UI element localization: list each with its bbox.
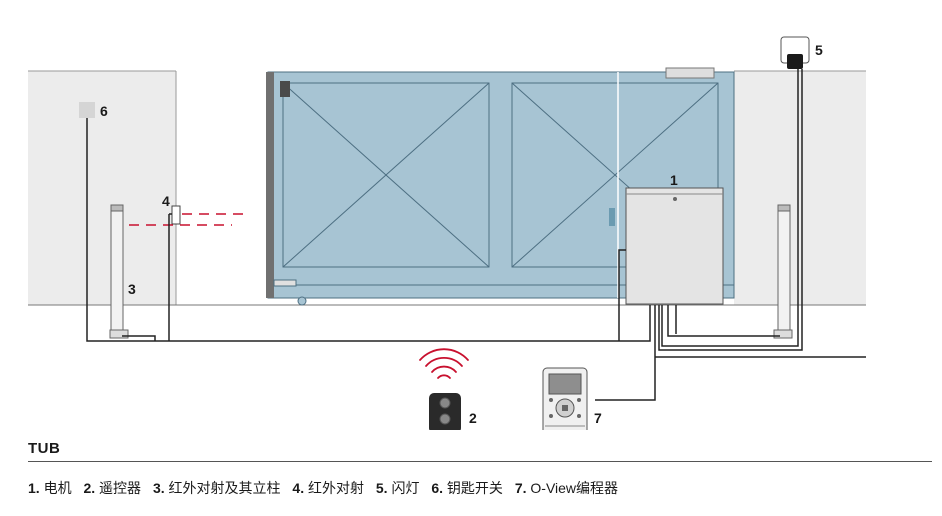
photocell-column-right — [777, 207, 791, 333]
legend-num: 5. — [375, 480, 388, 496]
cable-flashing-light-a — [661, 69, 799, 347]
cable-right-column-a — [667, 305, 780, 337]
legend-text: 遥控器 — [99, 480, 142, 496]
motor-unit — [625, 187, 724, 305]
remote-button-bottom — [439, 413, 451, 425]
gate-lock-icon — [280, 81, 290, 97]
programmer-dpad-center — [562, 405, 568, 411]
legend-num: 4. — [292, 480, 305, 496]
programmer-btn-br — [577, 414, 581, 418]
label-programmer: 7 — [594, 410, 602, 426]
signal-arc-3 — [425, 356, 463, 367]
handheld-programmer-icon — [542, 367, 588, 430]
signal-arc-4 — [419, 348, 469, 361]
label-motor: 1 — [670, 172, 678, 188]
programmer-btn-r — [577, 398, 581, 402]
panel-right-cross-b — [511, 82, 719, 268]
gate-panel-left — [282, 82, 490, 268]
gate-installation-diagram: 1 2 3 4 5 6 7 — [28, 36, 866, 430]
gate-handle — [609, 208, 615, 226]
legend-num: 1. — [28, 480, 40, 496]
left-wall — [28, 71, 176, 305]
programmer-screen — [548, 373, 582, 395]
legend-item: 4. 红外对射 — [292, 480, 364, 496]
remote-body — [429, 393, 461, 430]
legend-text: 钥匙开关 — [446, 480, 503, 496]
legend-item: 3. 红外对射及其立柱 — [153, 480, 281, 496]
legend-item: 1. 电机 — [28, 480, 72, 496]
cable-flashing-light-b — [658, 69, 803, 351]
legend-item: 5. 闪灯 — [376, 480, 420, 496]
legend-num: 6. — [431, 480, 444, 496]
cable-key-switch — [86, 118, 651, 342]
label-flashing-light: 5 — [815, 42, 823, 58]
gate-post — [266, 72, 274, 298]
gate-panel-right — [511, 82, 719, 268]
panel-left-cross-b — [282, 82, 490, 268]
cable-left-column — [122, 335, 156, 341]
legend-num: 7. — [514, 480, 527, 496]
flashing-light-base — [787, 54, 803, 69]
legend-num: 2. — [83, 480, 96, 496]
diagram-title: TUB — [28, 440, 61, 457]
key-switch — [79, 102, 95, 118]
legend-text: 红外对射 — [307, 480, 364, 496]
cable-programmer — [595, 305, 656, 401]
signal-arc-2 — [431, 365, 457, 373]
remote-button-top — [439, 397, 451, 409]
photocell-column-right-base — [773, 329, 793, 339]
right-wall — [734, 71, 866, 305]
gate-bottom-bar — [273, 279, 297, 287]
programmer-btn-bl — [549, 414, 553, 418]
label-key-switch: 6 — [100, 103, 108, 119]
legend-text: 闪灯 — [391, 480, 420, 496]
photocell-column-right-cap — [777, 204, 791, 212]
wiring — [86, 69, 866, 401]
legend: 1. 电机 2. 遥控器 3. 红外对射及其立柱 4. 红外对射 5. 闪灯 6… — [28, 478, 626, 498]
label-remote: 2 — [469, 410, 477, 426]
title-divider — [28, 461, 932, 462]
signal-arc-1 — [437, 374, 451, 379]
cable-motor-side — [618, 249, 626, 341]
label-photocell-column: 3 — [128, 281, 136, 297]
photocell-column-left-base — [109, 329, 129, 339]
legend-item: 7. O-View编程器 — [515, 480, 618, 496]
photocell-column-left — [110, 207, 124, 333]
gate-top-plate — [665, 67, 715, 79]
legend-text: O-View编程器 — [530, 480, 619, 496]
legend-text: 电机 — [43, 480, 72, 496]
remote-control-icon — [429, 393, 461, 430]
gate-wheel — [297, 296, 307, 306]
legend-num: 3. — [152, 480, 165, 496]
legend-text: 红外对射及其立柱 — [168, 480, 281, 496]
label-photocell: 4 — [162, 193, 170, 209]
motor-key-icon — [673, 197, 677, 201]
programmer-btn-l — [549, 398, 553, 402]
wall-photocell — [171, 205, 181, 225]
wireless-signal-icon — [419, 348, 469, 379]
legend-item: 2. 遥控器 — [83, 480, 141, 496]
legend-item: 6. 钥匙开关 — [431, 480, 503, 496]
photocell-column-left-cap — [110, 204, 124, 212]
